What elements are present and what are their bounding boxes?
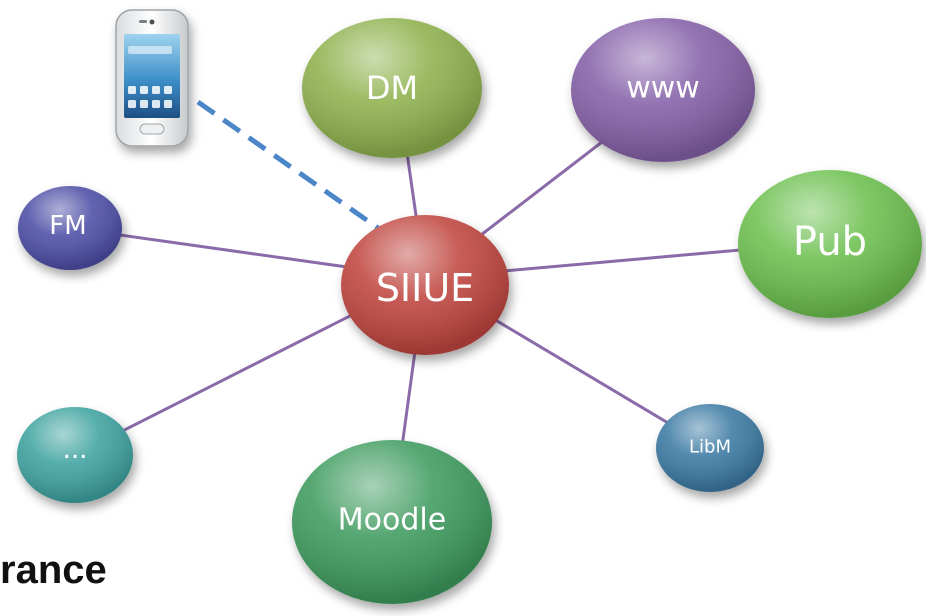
node-dm: DM — [302, 18, 482, 158]
node-libm-label: LibM — [689, 437, 731, 458]
node-fm-label: FM — [49, 211, 86, 241]
node-etc-label: ... — [63, 435, 88, 465]
edge-device-dashed — [196, 99, 380, 231]
node-pub-label: Pub — [793, 219, 867, 265]
node-libm: LibM — [656, 404, 764, 492]
node-dm-label: DM — [366, 69, 418, 107]
node-fm: FM — [18, 186, 122, 270]
node-www-label: www — [626, 71, 700, 106]
node-www: www — [571, 18, 755, 162]
hub-label: SIIUE — [376, 266, 474, 310]
node-moodle: Moodle — [292, 440, 492, 604]
partial-caption-text: rance — [0, 548, 107, 592]
node-pub: Pub — [738, 170, 922, 318]
node-etc: ... — [17, 407, 133, 503]
smartphone-icon — [115, 9, 189, 147]
hub-node: SIIUE — [341, 215, 509, 355]
node-moodle-label: Moodle — [338, 503, 446, 538]
